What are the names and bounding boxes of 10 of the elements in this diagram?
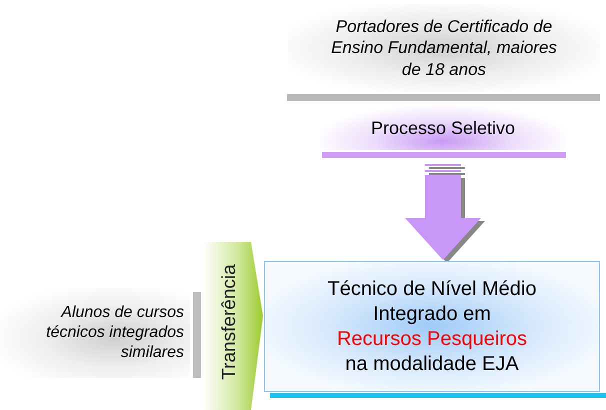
node-text: na modalidade EJA — [345, 352, 519, 376]
highlight-text: Recursos Pesqueiros — [336, 326, 528, 352]
transfer-chevron-arrow — [203, 242, 263, 410]
edge-label: Transferência — [218, 264, 240, 380]
source-band — [0, 288, 190, 378]
node-text: Alunos de cursos técnicos integrados similares — [45, 303, 184, 363]
block-arrow — [405, 164, 481, 260]
node-text: Técnico de Nível Médio Integrado em — [326, 276, 538, 326]
node-text: Portadores de Certificado de Ensino Fundamental, maiores de 18 anos — [330, 16, 558, 80]
node-text: Processo Seletivo — [370, 116, 516, 140]
